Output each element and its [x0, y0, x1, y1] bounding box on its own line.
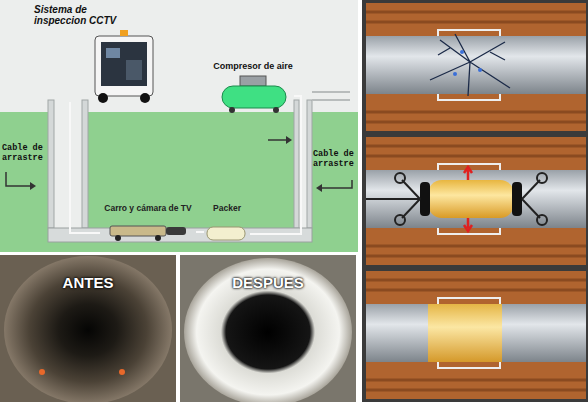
wheel — [140, 93, 150, 103]
wheel — [115, 235, 121, 241]
node-label: ANTES — [0, 275, 176, 292]
photo-node: DESPUES — [180, 255, 356, 402]
beacon — [120, 30, 128, 36]
camera-cart — [110, 226, 166, 236]
wheel — [273, 107, 279, 113]
cable-label: Cable de arrastre — [313, 150, 357, 170]
monitor — [106, 48, 120, 58]
manhole-wall — [307, 100, 312, 228]
packer-node: Packer — [204, 202, 250, 240]
arrow — [6, 172, 30, 186]
repair-step — [366, 3, 586, 131]
van-node: Sistema de inspeccion CCTV — [28, 2, 158, 102]
node-label: Compresor de aire — [212, 62, 294, 72]
wheel — [98, 93, 108, 103]
cable-line — [196, 231, 204, 233]
pipe-stub — [312, 92, 350, 100]
ground — [88, 112, 294, 228]
cable-line — [70, 102, 100, 233]
van — [95, 36, 153, 96]
tv-camera — [166, 227, 186, 235]
manhole-wall — [48, 100, 54, 228]
compressor-motor — [240, 76, 266, 86]
arrowhead — [316, 184, 322, 192]
light — [119, 369, 125, 375]
node-label: Carro y cámara de TV — [100, 204, 196, 213]
light — [39, 369, 45, 375]
compressor-tank — [222, 86, 286, 108]
panel-frame — [362, 0, 588, 402]
node-label: Packer — [204, 204, 250, 213]
arrow — [322, 180, 352, 188]
equipment — [126, 60, 142, 80]
repair-step — [366, 271, 586, 399]
wheel — [155, 235, 161, 241]
manhole-wall — [294, 100, 299, 228]
ground — [48, 242, 312, 252]
van-interior — [101, 42, 147, 86]
arrow — [268, 139, 288, 141]
ground — [312, 112, 358, 252]
cable-line — [250, 96, 301, 234]
arrowhead — [286, 136, 292, 144]
packer-body — [207, 227, 245, 240]
sewer-pipe — [48, 228, 312, 242]
panel-bg — [0, 0, 358, 252]
compressor-node: Compresor de aire — [212, 60, 294, 112]
ground — [0, 112, 48, 252]
node-label: DESPUES — [180, 275, 356, 292]
wheel — [229, 107, 235, 113]
photo-node: ANTES — [0, 255, 176, 402]
node-label: Sistema de inspeccion CCTV — [34, 4, 134, 26]
cable-label: Cable de arrastre — [2, 144, 48, 164]
manhole-wall — [82, 100, 88, 228]
camera-cart-node: Carro y cámara de TV — [100, 202, 196, 240]
repair-step — [366, 137, 586, 265]
arrowhead — [30, 182, 36, 190]
